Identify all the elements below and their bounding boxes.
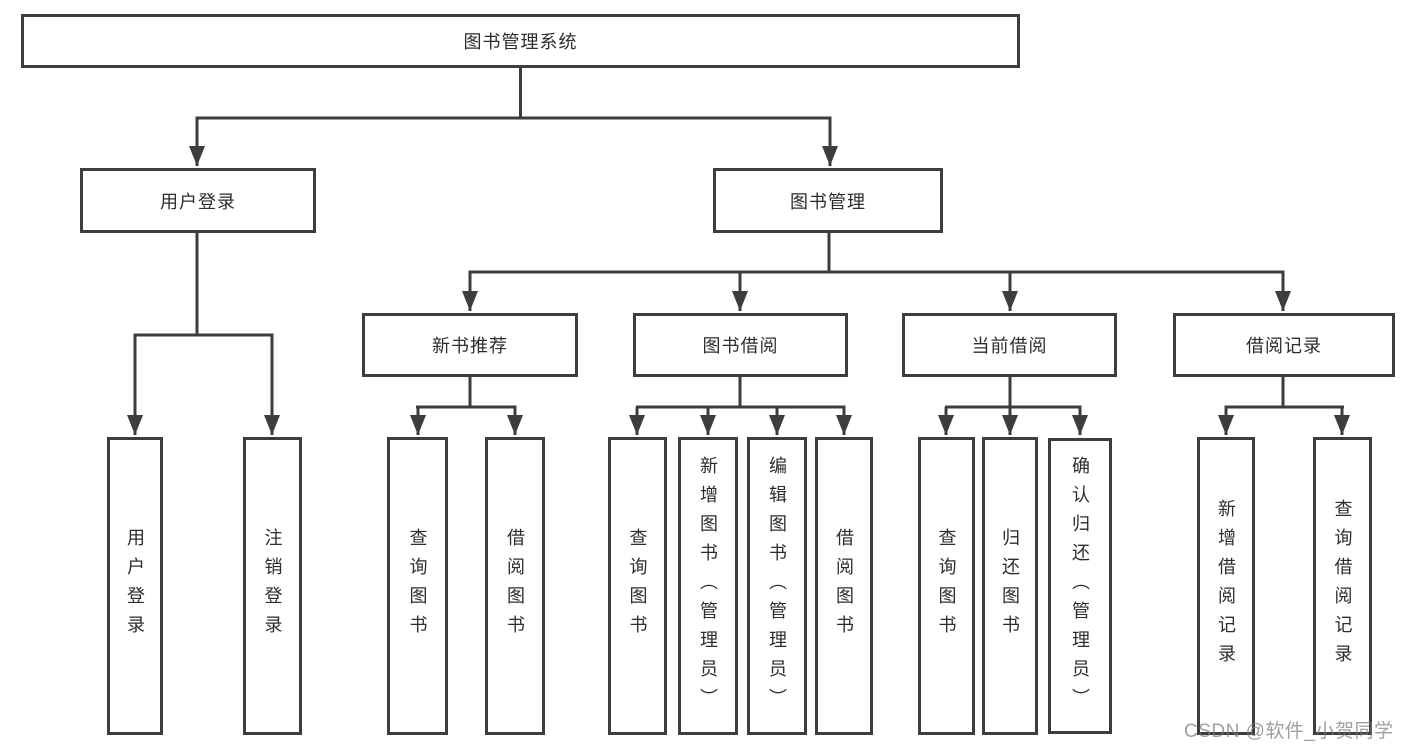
leaf-records-add-borrow-record: 新增借阅记录 [1197,437,1255,735]
node-library-management-system: 图书管理系统 [21,14,1020,68]
leaf-user-login: 用户登录 [107,437,163,735]
leaf-borrowing-borrow-books: 借阅图书 [815,437,873,735]
node-user-login: 用户登录 [80,168,316,233]
leaf-borrowing-edit-books-admin: 编辑图书（管理员） [747,437,807,735]
node-book-management: 图书管理 [713,168,943,233]
leaf-current-query-books: 查询图书 [918,437,975,735]
node-current-borrowing: 当前借阅 [902,313,1117,377]
node-new-book-recommend: 新书推荐 [362,313,578,377]
leaf-recommend-borrow-books: 借阅图书 [485,437,545,735]
leaf-current-return-books: 归还图书 [982,437,1038,735]
leaf-records-query-borrow-record: 查询借阅记录 [1313,437,1372,735]
node-book-borrowing: 图书借阅 [633,313,848,377]
leaf-current-confirm-return-admin: 确认归还（管理员） [1048,438,1112,734]
csdn-watermark: CSDN @软件_小贺同学 [1184,721,1394,742]
leaf-recommend-query-books: 查询图书 [387,437,448,735]
leaf-borrowing-add-books-admin: 新增图书（管理员） [678,437,738,735]
node-borrowing-records: 借阅记录 [1173,313,1395,377]
leaf-borrowing-query-books: 查询图书 [608,437,667,735]
leaf-logout: 注销登录 [243,437,302,735]
